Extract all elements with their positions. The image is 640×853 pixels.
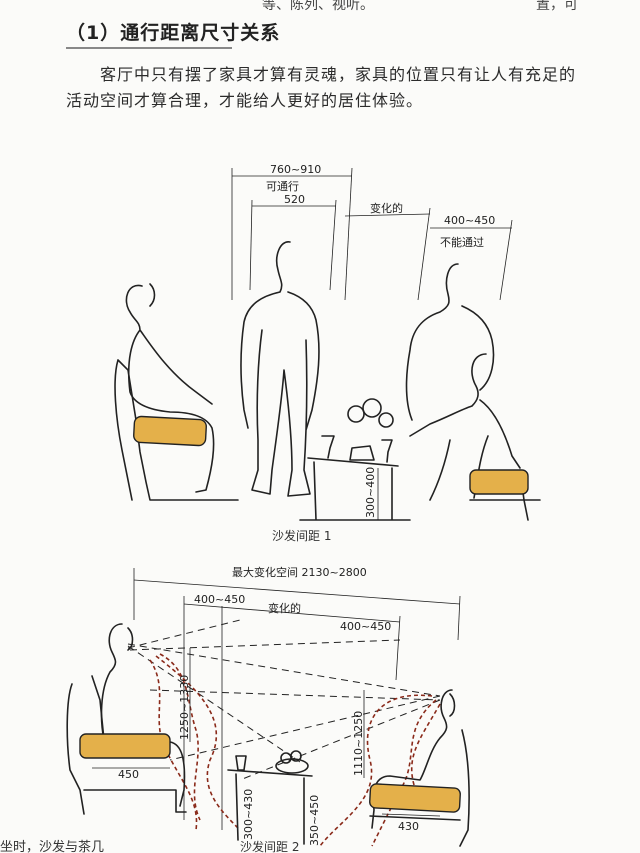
left-sofa-cushion-2 — [79, 733, 171, 759]
sight-line-3 — [129, 639, 401, 651]
top-fragment-right: 置，可 — [536, 0, 578, 13]
seat-right-label: 430 — [398, 820, 419, 833]
wine-glass-1 — [321, 435, 335, 459]
heading-underline — [66, 47, 232, 49]
eye-left-label: 1250~1330 — [178, 675, 191, 740]
wine-glass-2 — [381, 439, 393, 463]
left-sofa-cushion — [133, 415, 207, 447]
variable-line — [344, 213, 431, 217]
left-seated-person-2 — [100, 623, 186, 807]
dim-right-label: 400~450 — [444, 214, 495, 227]
sight-line-5 — [169, 695, 441, 761]
figure1-caption: 沙发间距 1 — [272, 528, 331, 543]
right-seated-person — [409, 353, 521, 501]
top-dims-line — [183, 603, 401, 623]
variable-label: 变化的 — [370, 201, 403, 215]
footer-fragment: 坐时，沙发与茶几 — [0, 839, 104, 853]
flower-2 — [362, 398, 382, 418]
section-heading: （1）通行距离尺寸关系 — [66, 22, 281, 44]
dim-right-ext-right — [499, 219, 513, 301]
dim-520-ext-left — [249, 199, 253, 291]
red-path-right-2 — [319, 694, 433, 847]
dim-left-label: 400~450 — [194, 593, 245, 606]
dim-520-ext-right — [329, 199, 337, 291]
standing-man-right — [405, 263, 495, 421]
table-left-label: 300~430 — [242, 789, 255, 840]
fruit-bowl — [275, 758, 309, 774]
seat-depth-right-line — [381, 813, 441, 817]
dim-520-label: 520 — [284, 193, 305, 206]
sight-line-4 — [149, 689, 441, 701]
figure-sofa-spacing-1: 760~910 可通行 520 变化的 400~450 不能通过 — [114, 163, 541, 543]
sight-line-1 — [127, 643, 441, 697]
right-sofa-frame-2 — [369, 729, 470, 847]
seat-left-label: 450 — [118, 768, 139, 781]
dim-right-label-2: 400~450 — [340, 620, 391, 633]
red-path-left-3 — [159, 653, 201, 821]
left-sofa-frame-2 — [66, 675, 187, 815]
dim-right-ext — [344, 167, 353, 301]
sight-line-6 — [239, 699, 441, 781]
max-space-line — [133, 579, 461, 605]
vase — [349, 445, 375, 461]
coffee-table — [299, 457, 411, 521]
table-height-label: 300~400 — [364, 467, 377, 518]
fruit-1 — [280, 752, 292, 764]
max-space-label: 最大变化空间 2130~2800 — [232, 565, 367, 579]
variable-label-2: 变化的 — [268, 601, 301, 615]
right-sofa-cushion — [469, 469, 529, 495]
not-passable-label: 不能通过 — [440, 235, 484, 249]
max-space-ext-right — [457, 595, 461, 641]
left-sofa-frame — [114, 359, 239, 501]
sight-line-2 — [127, 645, 301, 763]
dim-total-label: 760~910 — [270, 163, 321, 176]
eye-right-label: 1110~1250 — [352, 711, 365, 776]
left-seated-person — [125, 283, 215, 493]
standing-man — [240, 241, 320, 497]
table-right-label: 350~450 — [308, 795, 321, 846]
right-walk-ext — [395, 615, 401, 681]
right-seated-person-2 — [371, 689, 456, 829]
flower-1 — [347, 405, 365, 423]
red-path-left-2 — [155, 655, 241, 831]
right-sofa-cushion-2 — [369, 783, 461, 813]
intro-paragraph-text: 客厅中只有摆了家具才算有灵魂，家具的位置只有让人有充足的活动空间才算合理，才能给… — [66, 65, 577, 110]
dim-right-ext-left — [417, 207, 431, 301]
fruit-2 — [290, 750, 302, 762]
top-fragment-left: 等、陈列、视听。 — [262, 0, 374, 13]
flower-3 — [378, 412, 394, 428]
coffee-table-2 — [227, 769, 313, 845]
intro-paragraph: 客厅中只有摆了家具才算有灵魂，家具的位置只有让人有充足的活动空间才算合理，才能给… — [66, 62, 586, 114]
figure-sofa-spacing-2: 最大变化空间 2130~2800 400~450 变化的 400~450 — [66, 565, 470, 853]
figure2-caption: 沙发间距 2 — [240, 839, 299, 853]
walkable-label: 可通行 — [266, 180, 299, 193]
sight-line-7 — [127, 619, 241, 649]
cup — [235, 755, 247, 771]
